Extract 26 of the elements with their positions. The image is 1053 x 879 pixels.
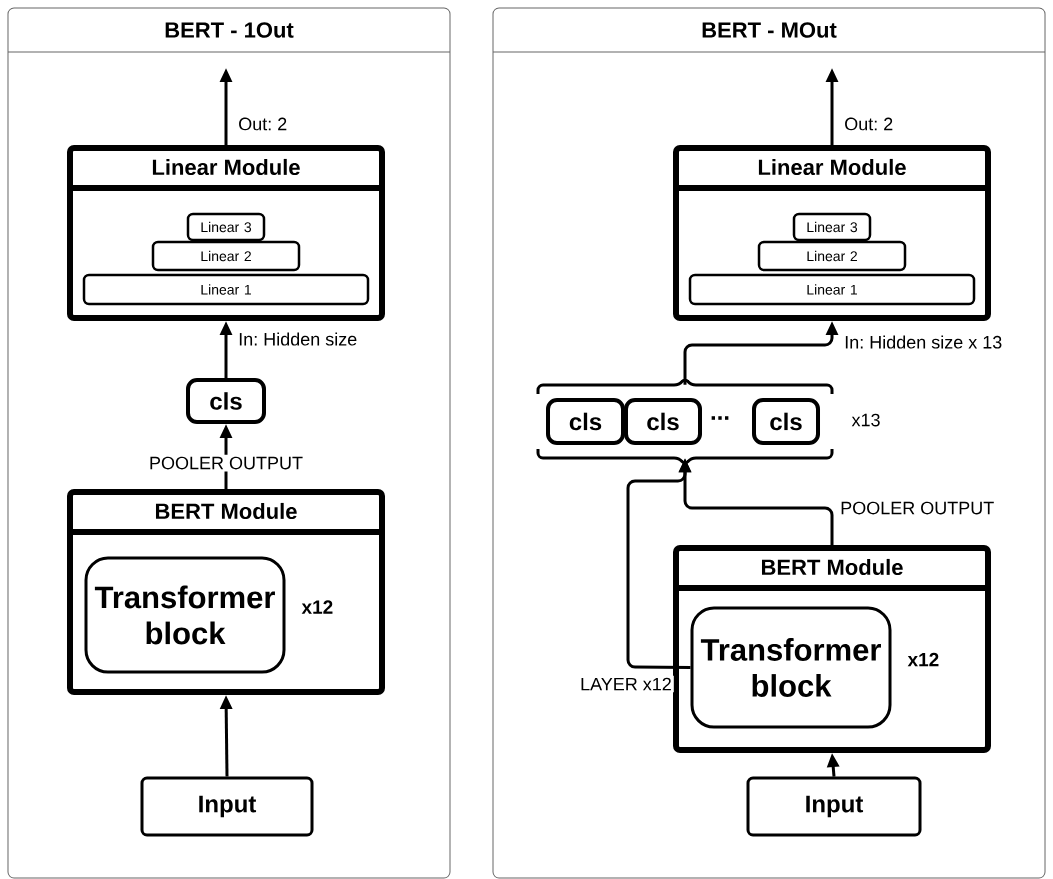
edge-label: POOLER OUTPUT bbox=[147, 454, 305, 472]
token-box: cls bbox=[186, 378, 266, 424]
block-box: Transformer block bbox=[84, 556, 286, 674]
repeat-count: x12 bbox=[907, 652, 939, 667]
layer-box: Linear 2 bbox=[151, 240, 301, 272]
edge-label: LAYER x12 bbox=[578, 675, 674, 693]
edge-label: Out: 2 bbox=[236, 115, 290, 133]
repeat-count: x12 bbox=[301, 600, 333, 614]
token-box: cls bbox=[752, 398, 820, 445]
edge-label: In: Hidden size bbox=[236, 330, 360, 348]
layer-box: Linear 1 bbox=[688, 273, 976, 306]
block-box: Transformer block bbox=[690, 606, 892, 729]
layer-box: Linear 3 bbox=[792, 212, 872, 242]
repeat-count: x13 bbox=[851, 413, 880, 427]
token-box: cls bbox=[624, 398, 702, 445]
ellipsis: ... bbox=[711, 416, 729, 420]
edge-label: POOLER OUTPUT bbox=[838, 499, 997, 517]
layer-box: Linear 3 bbox=[186, 212, 266, 242]
token-box: cls bbox=[546, 398, 625, 445]
input-box: Input bbox=[140, 776, 314, 837]
layer-box: Linear 1 bbox=[82, 273, 370, 306]
layer-box: Linear 2 bbox=[757, 240, 907, 272]
edge-label: In: Hidden size x 13 bbox=[842, 333, 1005, 351]
input-box: Input bbox=[746, 776, 922, 837]
bracket bbox=[536, 379, 834, 464]
edge-label: Out: 2 bbox=[842, 115, 896, 133]
